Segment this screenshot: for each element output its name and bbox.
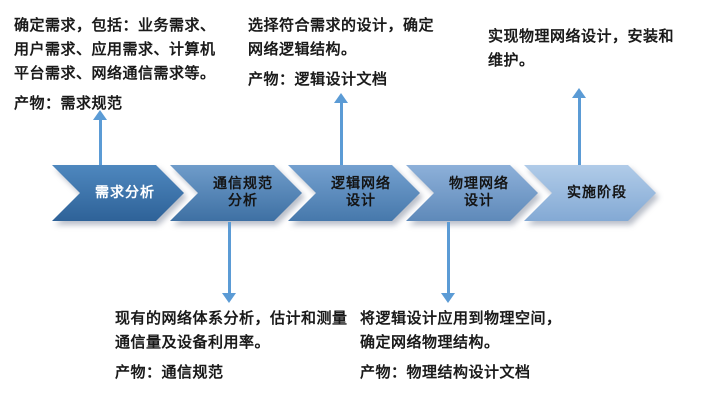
stage-physical-network-design: 物理网络 设计	[406, 165, 538, 221]
annotation-implementation: 实现物理网络设计，安装和 维护。	[488, 24, 674, 72]
arrow-down-icon	[222, 293, 236, 303]
arrow-up-icon	[572, 88, 586, 98]
note-line: 确定网络物理结构。	[360, 333, 500, 351]
note-line: 通信量及设备利用率。	[115, 333, 271, 351]
stage-chevron: 通信规范 分析	[170, 165, 302, 221]
annotation-logical-design: 选择符合需求的设计，确定 网络逻辑结构。 产物：逻辑设计文档	[248, 13, 434, 91]
note-product: 产物：逻辑设计文档	[248, 70, 388, 88]
stage-communication-spec-analysis: 通信规范 分析	[170, 165, 302, 221]
stage-label: 实施阶段	[567, 184, 627, 201]
note-line: 维护。	[488, 51, 535, 69]
note-product: 产物：通信规范	[115, 363, 224, 381]
arrow-up-icon	[334, 93, 348, 103]
note-line: 确定需求，包括：业务需求、	[14, 16, 216, 34]
process-flow: 需求分析 通信规范 分析 逻辑网络 设计 物理网络 设计 实施阶段	[52, 165, 656, 221]
stage-label: 逻辑网络	[331, 176, 391, 192]
stage-chevron: 实施阶段	[524, 165, 656, 221]
up-arrow-implementation-connector	[572, 88, 586, 165]
arrow-stem	[339, 103, 343, 165]
up-arrow-logical-connector	[334, 93, 348, 165]
stage-chevron: 物理网络 设计	[406, 165, 538, 221]
stage-label-line2: 设计	[346, 193, 376, 209]
down-arrow-communication-connector	[222, 222, 236, 303]
stage-logical-network-design: 逻辑网络 设计	[288, 165, 420, 221]
stage-label: 需求分析	[95, 184, 155, 201]
stage-implementation-phase: 实施阶段	[524, 165, 656, 221]
note-product: 产物：物理结构设计文档	[360, 363, 531, 381]
stage-chevron: 逻辑网络 设计	[288, 165, 420, 221]
note-line: 现有的网络体系分析，估计和测量	[115, 309, 348, 327]
arrow-stem	[98, 120, 102, 165]
note-line: 网络逻辑结构。	[248, 40, 357, 58]
note-product: 产物：需求规范	[14, 94, 123, 112]
note-line: 平台需求、网络通信需求等。	[14, 64, 216, 82]
stage-label-line2: 分析	[228, 193, 258, 209]
arrow-stem	[227, 222, 231, 293]
down-arrow-physical-connector	[441, 222, 455, 303]
annotation-physical-design: 将逻辑设计应用到物理空间， 确定网络物理结构。 产物：物理结构设计文档	[360, 306, 562, 384]
stage-label: 通信规范	[213, 176, 273, 192]
note-line: 将逻辑设计应用到物理空间，	[360, 309, 562, 327]
stage-label: 物理网络	[449, 176, 509, 192]
arrow-up-icon	[93, 110, 107, 120]
arrow-stem	[446, 222, 450, 293]
stage-label-line2: 设计	[464, 193, 494, 209]
stage-requirements-analysis: 需求分析	[52, 165, 184, 221]
note-line: 实现物理网络设计，安装和	[488, 27, 675, 45]
arrow-down-icon	[441, 293, 455, 303]
arrow-stem	[577, 98, 581, 165]
stage-chevron: 需求分析	[52, 165, 184, 221]
note-line: 用户需求、应用需求、计算机	[14, 40, 216, 58]
note-line: 选择符合需求的设计，确定	[248, 16, 435, 34]
annotation-communication-spec: 现有的网络体系分析，估计和测量 通信量及设备利用率。 产物：通信规范	[115, 306, 348, 384]
up-arrow-requirements-connector	[93, 110, 107, 165]
annotation-requirements-analysis: 确定需求，包括：业务需求、 用户需求、应用需求、计算机 平台需求、网络通信需求等…	[14, 13, 216, 115]
